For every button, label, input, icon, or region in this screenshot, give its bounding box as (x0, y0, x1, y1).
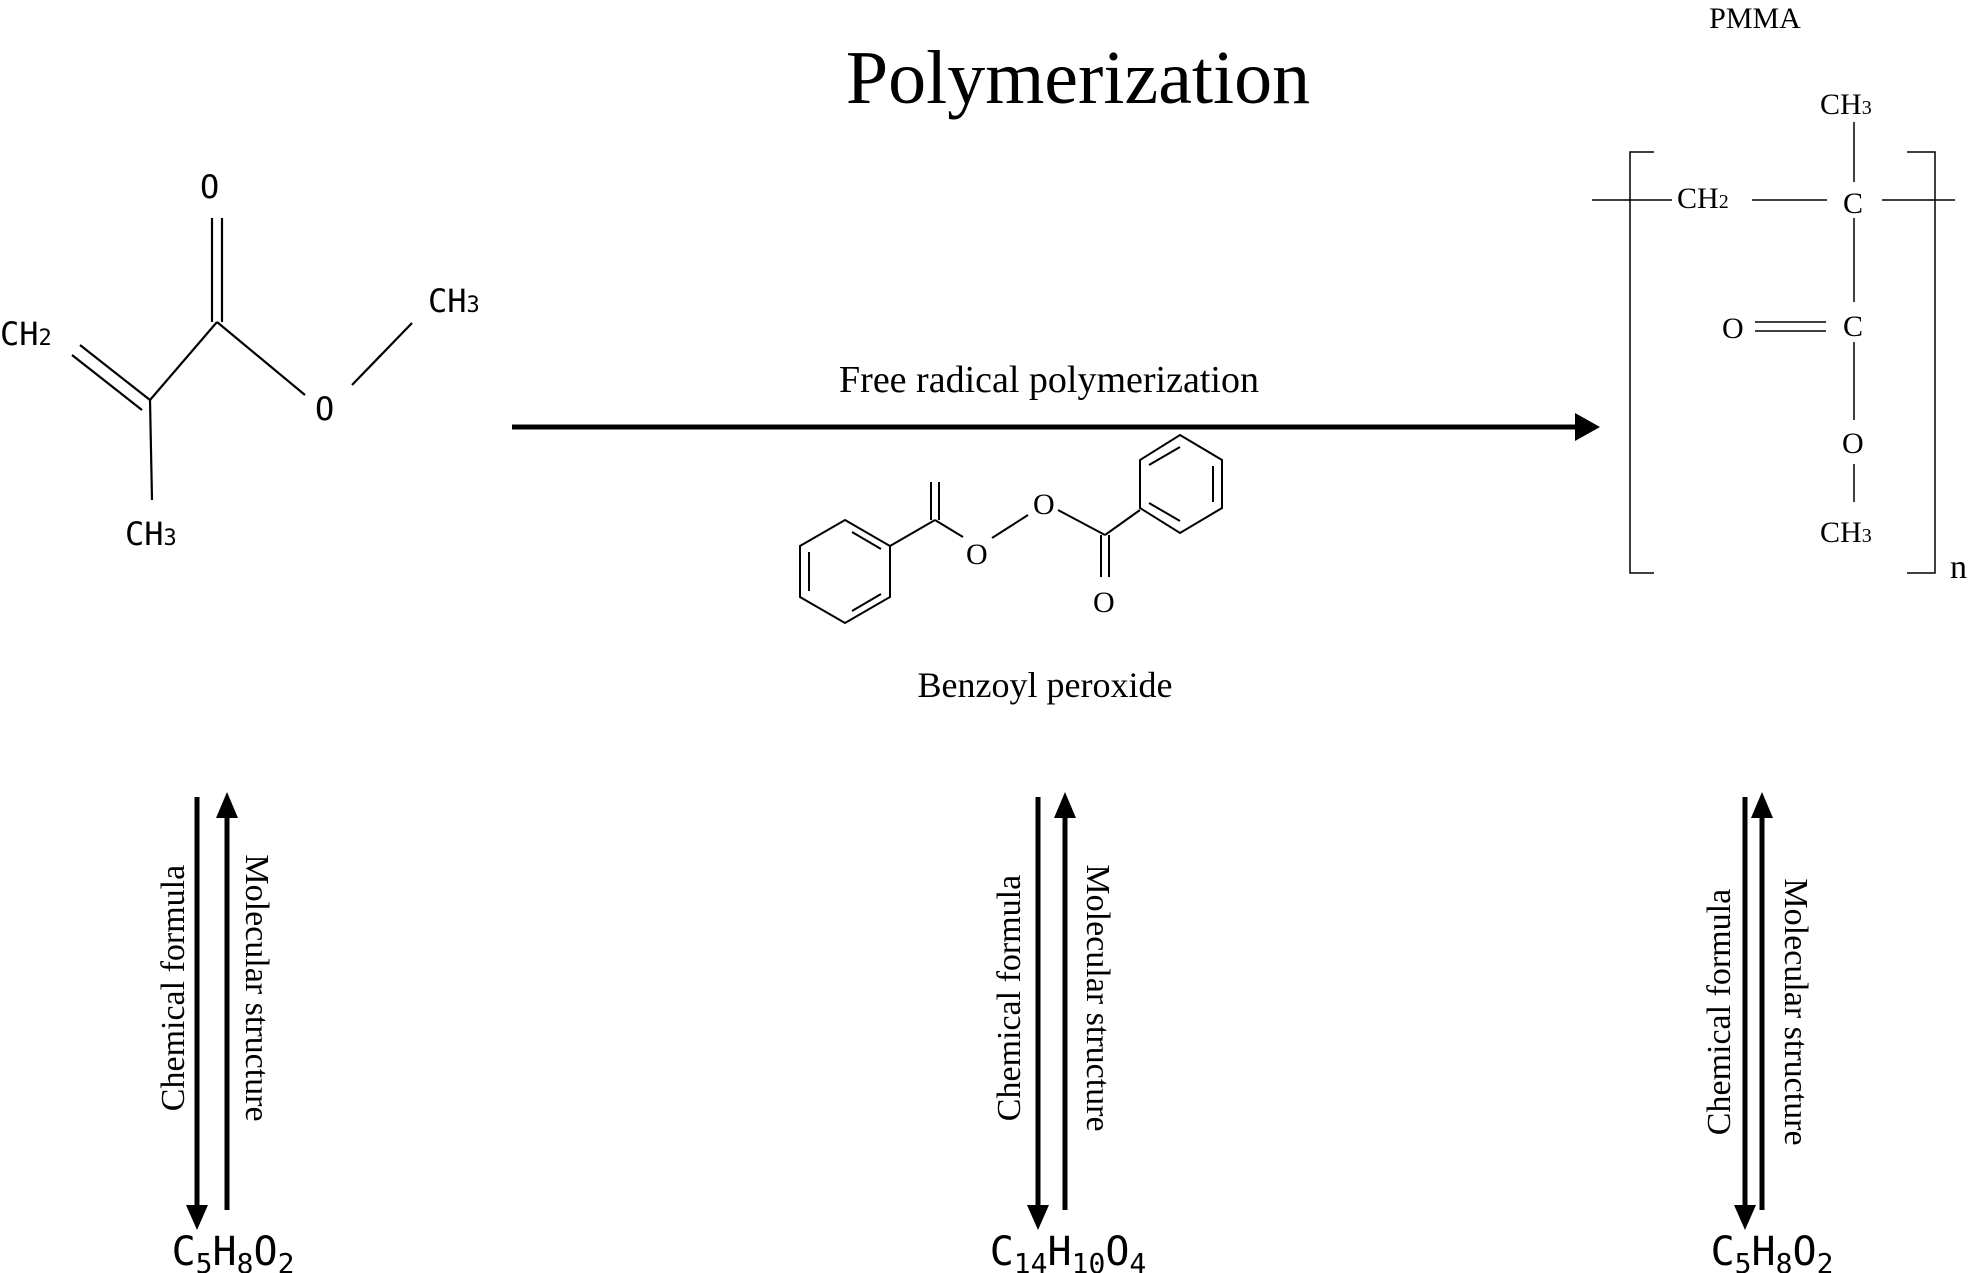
polymer-up-arrowhead (1751, 792, 1773, 818)
monomer-molecular-structure-label: Molecular structure (238, 854, 275, 1121)
polymer-chemical-formula-label: Chemical formula (1701, 889, 1738, 1135)
initiator-chemical-formula-label: Chemical formula (991, 875, 1028, 1121)
left-bracket (1629, 151, 1654, 574)
alpha-methyl-bond (148, 399, 154, 501)
polymer-molecular-structure-label: Molecular structure (1777, 878, 1814, 1145)
pmma-c-backbone: C (1843, 187, 1863, 220)
initiator-formula: C14H10O4 (990, 1229, 1147, 1273)
polymer-name: PMMA (1709, 2, 1801, 35)
peroxide-bond (991, 514, 1029, 539)
initiator-molecular-structure-label: Molecular structure (1079, 864, 1116, 1131)
polymer-formula: C5H8O2 (1711, 1229, 1834, 1273)
pmma-ch3-bottom: CH3 (1820, 516, 1872, 549)
diagram-title: Polymerization (846, 36, 1310, 120)
pmma-structure (1592, 122, 1955, 574)
monomer-down-arrowhead (186, 1205, 208, 1230)
monomer-ch3-ester: CH3 (428, 282, 480, 320)
initiator-name: Benzoyl peroxide (918, 665, 1173, 705)
right-ring-inner-3 (1148, 502, 1181, 522)
right-ring-inner-1 (1148, 446, 1181, 466)
pmma-ch3-top: CH3 (1820, 88, 1872, 121)
monomer-conversion: Chemical formula Molecular structure C5H… (155, 792, 294, 1273)
monomer-o-ester: O (315, 390, 334, 428)
vinyl-bond-1 (79, 344, 151, 401)
monomer-ch3-alpha: CH3 (125, 515, 177, 553)
monomer-ch2: CH2 (0, 315, 52, 353)
pmma-ch2: CH2 (1677, 182, 1729, 215)
left-c-o-bond (934, 519, 964, 538)
monomer-chemical-formula-label: Chemical formula (155, 865, 192, 1111)
monomer-atom-labels: O CH2 CH3 O CH3 (0, 168, 480, 553)
peroxide-o-carbonyl: O (1093, 586, 1115, 619)
right-bracket (1907, 151, 1936, 574)
pmma-c-carbonyl: C (1843, 310, 1863, 343)
c-c-bond (149, 321, 218, 401)
initiator-up-arrowhead (1054, 792, 1076, 818)
monomer-formula: C5H8O2 (172, 1229, 295, 1273)
ester-bond-2 (351, 322, 413, 386)
initiator-conversion: Chemical formula Molecular structure C14… (990, 792, 1147, 1273)
pmma-o-ester: O (1842, 427, 1864, 460)
monomer-o-carbonyl: O (200, 168, 219, 206)
benzoyl-peroxide-structure (799, 433, 1223, 625)
monomer-up-arrowhead (216, 792, 238, 818)
left-benzene-ring (799, 518, 891, 625)
pmma-o-carbonyl: O (1722, 312, 1744, 345)
ester-bond-1 (216, 321, 306, 396)
right-o-c-bond (1057, 509, 1106, 536)
left-ring-carbon-bond (889, 519, 936, 547)
benzoyl-peroxide-atom-labels: O O O (966, 488, 1115, 619)
polymer-conversion: Chemical formula Molecular structure C5H… (1701, 792, 1833, 1273)
left-ring-inner-2 (851, 593, 882, 612)
right-ring-carbon-bond (1104, 509, 1141, 536)
right-benzene-ring (1139, 433, 1223, 535)
pmma-atom-labels: CH3 CH2 C C O O CH3 (1677, 88, 1872, 549)
monomer-structure (71, 218, 413, 501)
polymer-down-arrowhead (1734, 1205, 1756, 1230)
left-ring-inner-1 (851, 531, 882, 550)
reaction-arrow-label: Free radical polymerization (839, 359, 1259, 401)
pmma-repeat-n: n (1950, 549, 1967, 586)
vinyl-bond-2 (71, 354, 143, 411)
initiator-down-arrowhead (1027, 1205, 1049, 1230)
reaction-arrowhead (1575, 413, 1600, 441)
peroxide-o-left: O (966, 538, 988, 571)
peroxide-o-right: O (1033, 488, 1055, 521)
